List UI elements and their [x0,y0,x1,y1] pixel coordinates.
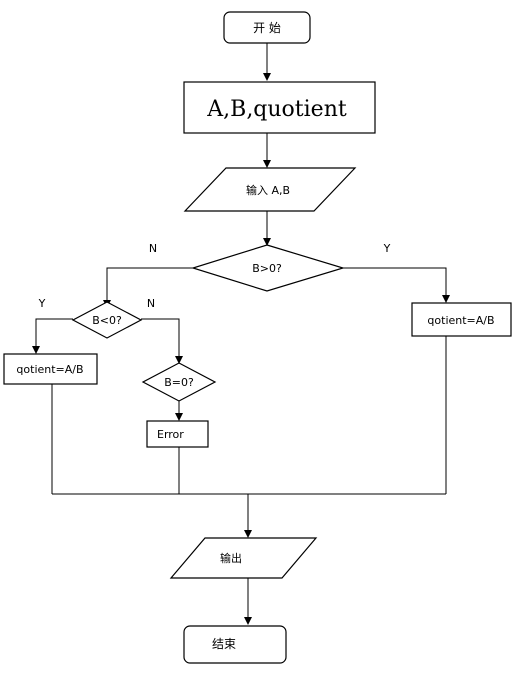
edge-label-y-left: Y [38,297,46,310]
error-label: Error [157,428,184,441]
input-parallelogram [183,167,357,212]
end-label: 结束 [212,637,236,651]
decision-b-eq-0-label: B=0? [164,376,194,389]
variables-label: A,B,quotient [206,97,347,122]
end-terminal [183,625,287,664]
process-right-label: qotient=A/B [427,314,494,327]
arrow-b-lt-0-no [141,318,183,364]
decision-b-gt-0-label: B>0? [252,262,282,275]
decision-b-lt-0-label: B<0? [92,314,122,327]
process-right-box [411,302,512,337]
edge-label-y: Y [383,242,391,255]
edge-label-n: N [149,242,157,255]
variables-box [183,81,376,134]
input-label: 输入 A,B [246,183,290,197]
arrow-b-gt-0-yes [343,267,450,303]
connectors [32,43,450,625]
process-left-box [3,353,98,385]
output-parallelogram [169,537,318,579]
output-label: 输出 [220,551,242,565]
decision-b-lt-0 [71,301,143,339]
start-label: 开 始 [253,21,281,35]
arrow-b-lt-0-yes [32,318,73,354]
arrow-b-gt-0-no [103,267,193,308]
decision-b-eq-0 [141,362,217,402]
process-left-label: qotient=A/B [16,363,83,376]
edge-label-n-left: N [147,297,155,310]
start-terminal [223,11,311,44]
decision-b-gt-0 [190,244,346,292]
error-box [146,420,209,448]
